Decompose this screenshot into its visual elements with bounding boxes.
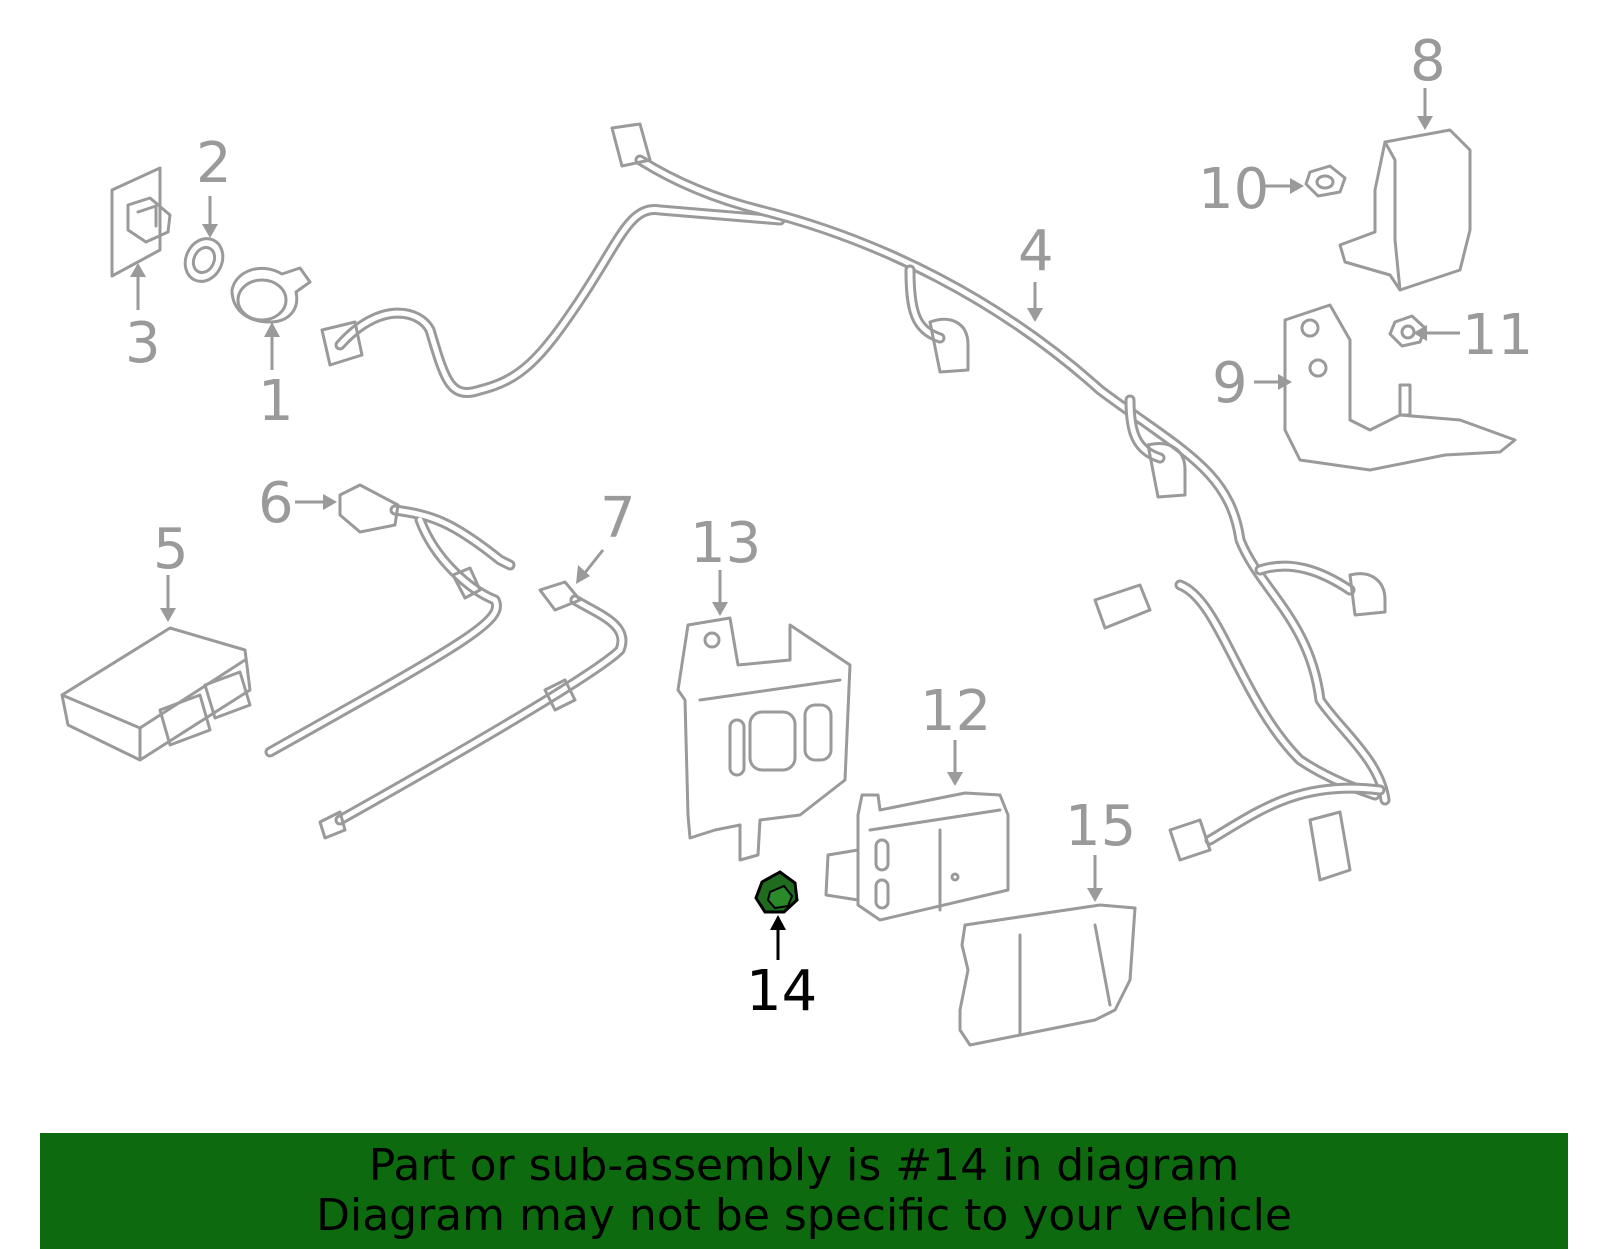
part-7-cable[interactable] bbox=[318, 580, 628, 840]
part-11-nut[interactable] bbox=[1388, 314, 1427, 348]
part-12-module[interactable] bbox=[824, 791, 1010, 922]
part-10-nut[interactable] bbox=[1304, 164, 1347, 198]
part-14-nut-highlighted[interactable] bbox=[754, 870, 799, 914]
part-15-cover[interactable] bbox=[958, 903, 1137, 1047]
part-6-cable[interactable] bbox=[264, 483, 516, 758]
part-13-bracket[interactable] bbox=[676, 616, 852, 862]
callout-10: 10 bbox=[1198, 157, 1269, 222]
part-1-sensor[interactable] bbox=[230, 266, 312, 324]
part-8-bracket[interactable] bbox=[1338, 128, 1472, 292]
callout-13: 13 bbox=[690, 511, 761, 576]
callout-arrows bbox=[130, 88, 1460, 960]
banner-line-part-number: Part or sub-assembly is #14 in diagram bbox=[368, 1140, 1240, 1191]
callout-4: 4 bbox=[1018, 219, 1054, 284]
callout-3: 3 bbox=[125, 311, 161, 376]
callout-15: 15 bbox=[1065, 794, 1136, 859]
callout-14: 14 bbox=[746, 959, 817, 1024]
callout-6: 6 bbox=[258, 471, 294, 536]
parts-diagram: 1 2 3 4 5 6 7 8 9 10 11 12 13 14 15 bbox=[60, 29, 1533, 1047]
part-9-bracket-plate[interactable] bbox=[1283, 303, 1517, 472]
callout-1: 1 bbox=[258, 369, 294, 434]
part-3-bracket[interactable] bbox=[110, 166, 172, 278]
callout-7: 7 bbox=[600, 486, 636, 551]
callout-11: 11 bbox=[1462, 303, 1533, 368]
callout-9: 9 bbox=[1212, 351, 1248, 416]
callout-2: 2 bbox=[196, 131, 232, 196]
callout-8: 8 bbox=[1410, 29, 1446, 94]
part-4-harness[interactable] bbox=[320, 122, 1391, 882]
callout-12: 12 bbox=[920, 679, 991, 744]
callout-5: 5 bbox=[153, 517, 189, 582]
banner-line-disclaimer: Diagram may not be specific to your vehi… bbox=[316, 1190, 1292, 1241]
info-banner: Part or sub-assembly is #14 in diagram D… bbox=[40, 1133, 1568, 1249]
part-2-seal-ring[interactable] bbox=[178, 232, 229, 287]
part-5-module[interactable] bbox=[60, 626, 252, 762]
